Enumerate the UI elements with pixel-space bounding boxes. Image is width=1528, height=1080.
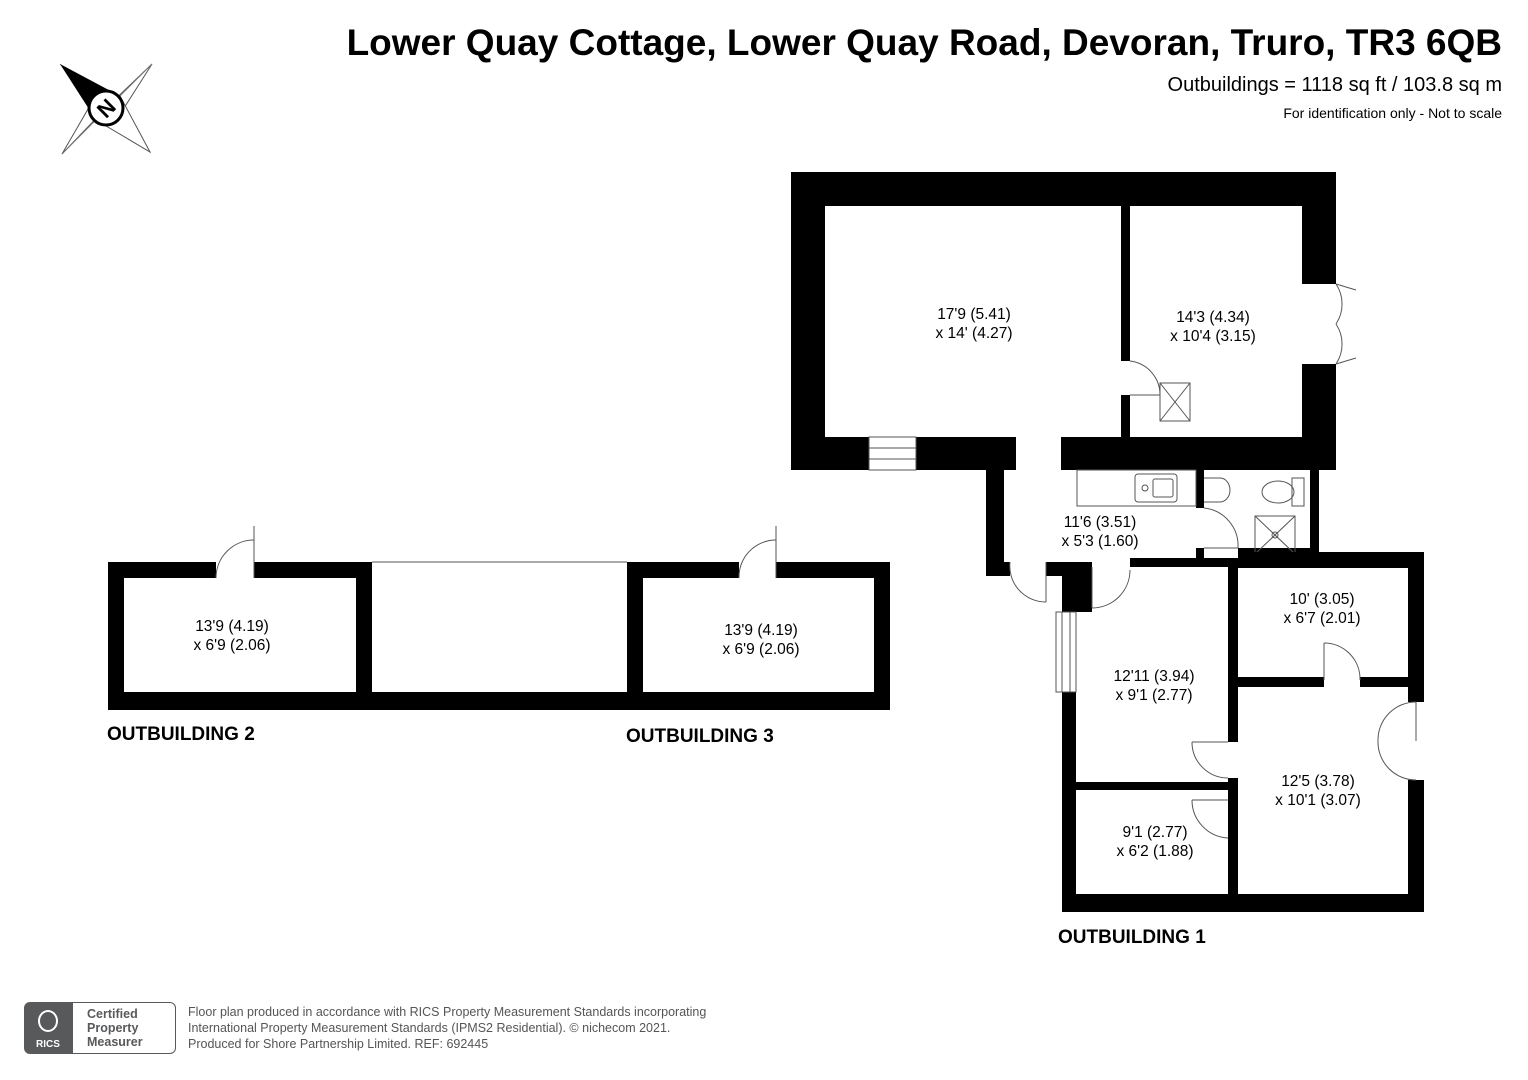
room-label-ob1-topright: 10' (3.05) x 6'7 (2.01)	[1283, 591, 1361, 627]
outbuilding-2-3-fixtures	[215, 526, 777, 579]
scale-note: For identification only - Not to scale	[1283, 105, 1502, 121]
label-outbuilding-3: OUTBUILDING 3	[626, 726, 774, 747]
room-label-main-right: 14'3 (4.34) x 10'4 (3.15)	[1170, 309, 1256, 345]
compass-rose-icon: N	[59, 63, 153, 155]
room-label-ob3: 13'9 (4.19) x 6'9 (2.06)	[722, 622, 800, 658]
main-building-walls	[791, 172, 1336, 576]
page-title: Lower Quay Cottage, Lower Quay Road, Dev…	[346, 22, 1502, 63]
label-outbuilding-1: OUTBUILDING 1	[1058, 927, 1206, 948]
main-building-fixtures	[868, 283, 1357, 603]
rics-logo: RICS	[24, 1002, 72, 1054]
room-label-ob1-small: 9'1 (2.77) x 6'2 (1.88)	[1116, 824, 1194, 860]
area-summary: Outbuildings = 1118 sq ft / 103.8 sq m	[1167, 74, 1502, 96]
rics-mark-icon	[38, 1010, 58, 1032]
room-label-ob2: 13'9 (4.19) x 6'9 (2.06)	[193, 618, 271, 654]
label-outbuilding-2: OUTBUILDING 2	[107, 724, 255, 745]
outbuilding-1-walls	[1062, 552, 1424, 912]
outbuilding-2-3-walls	[108, 562, 890, 710]
room-label-main-large: 17'9 (5.41) x 14' (4.27)	[935, 306, 1013, 342]
room-label-ob1-right: 12'5 (3.78) x 10'1 (3.07)	[1275, 773, 1361, 809]
outbuilding-1-fixtures	[1055, 567, 1417, 839]
room-label-ob1-left: 12'11 (3.94) x 9'1 (2.77)	[1113, 668, 1195, 704]
room-label-kitchen: 11'6 (3.51) x 5'3 (1.60)	[1061, 514, 1139, 550]
badge-text: Certified Property Measurer	[72, 1002, 176, 1054]
rics-certified-badge: RICS Certified Property Measurer	[24, 1002, 176, 1054]
footer-credits: Floor plan produced in accordance with R…	[188, 1005, 707, 1051]
